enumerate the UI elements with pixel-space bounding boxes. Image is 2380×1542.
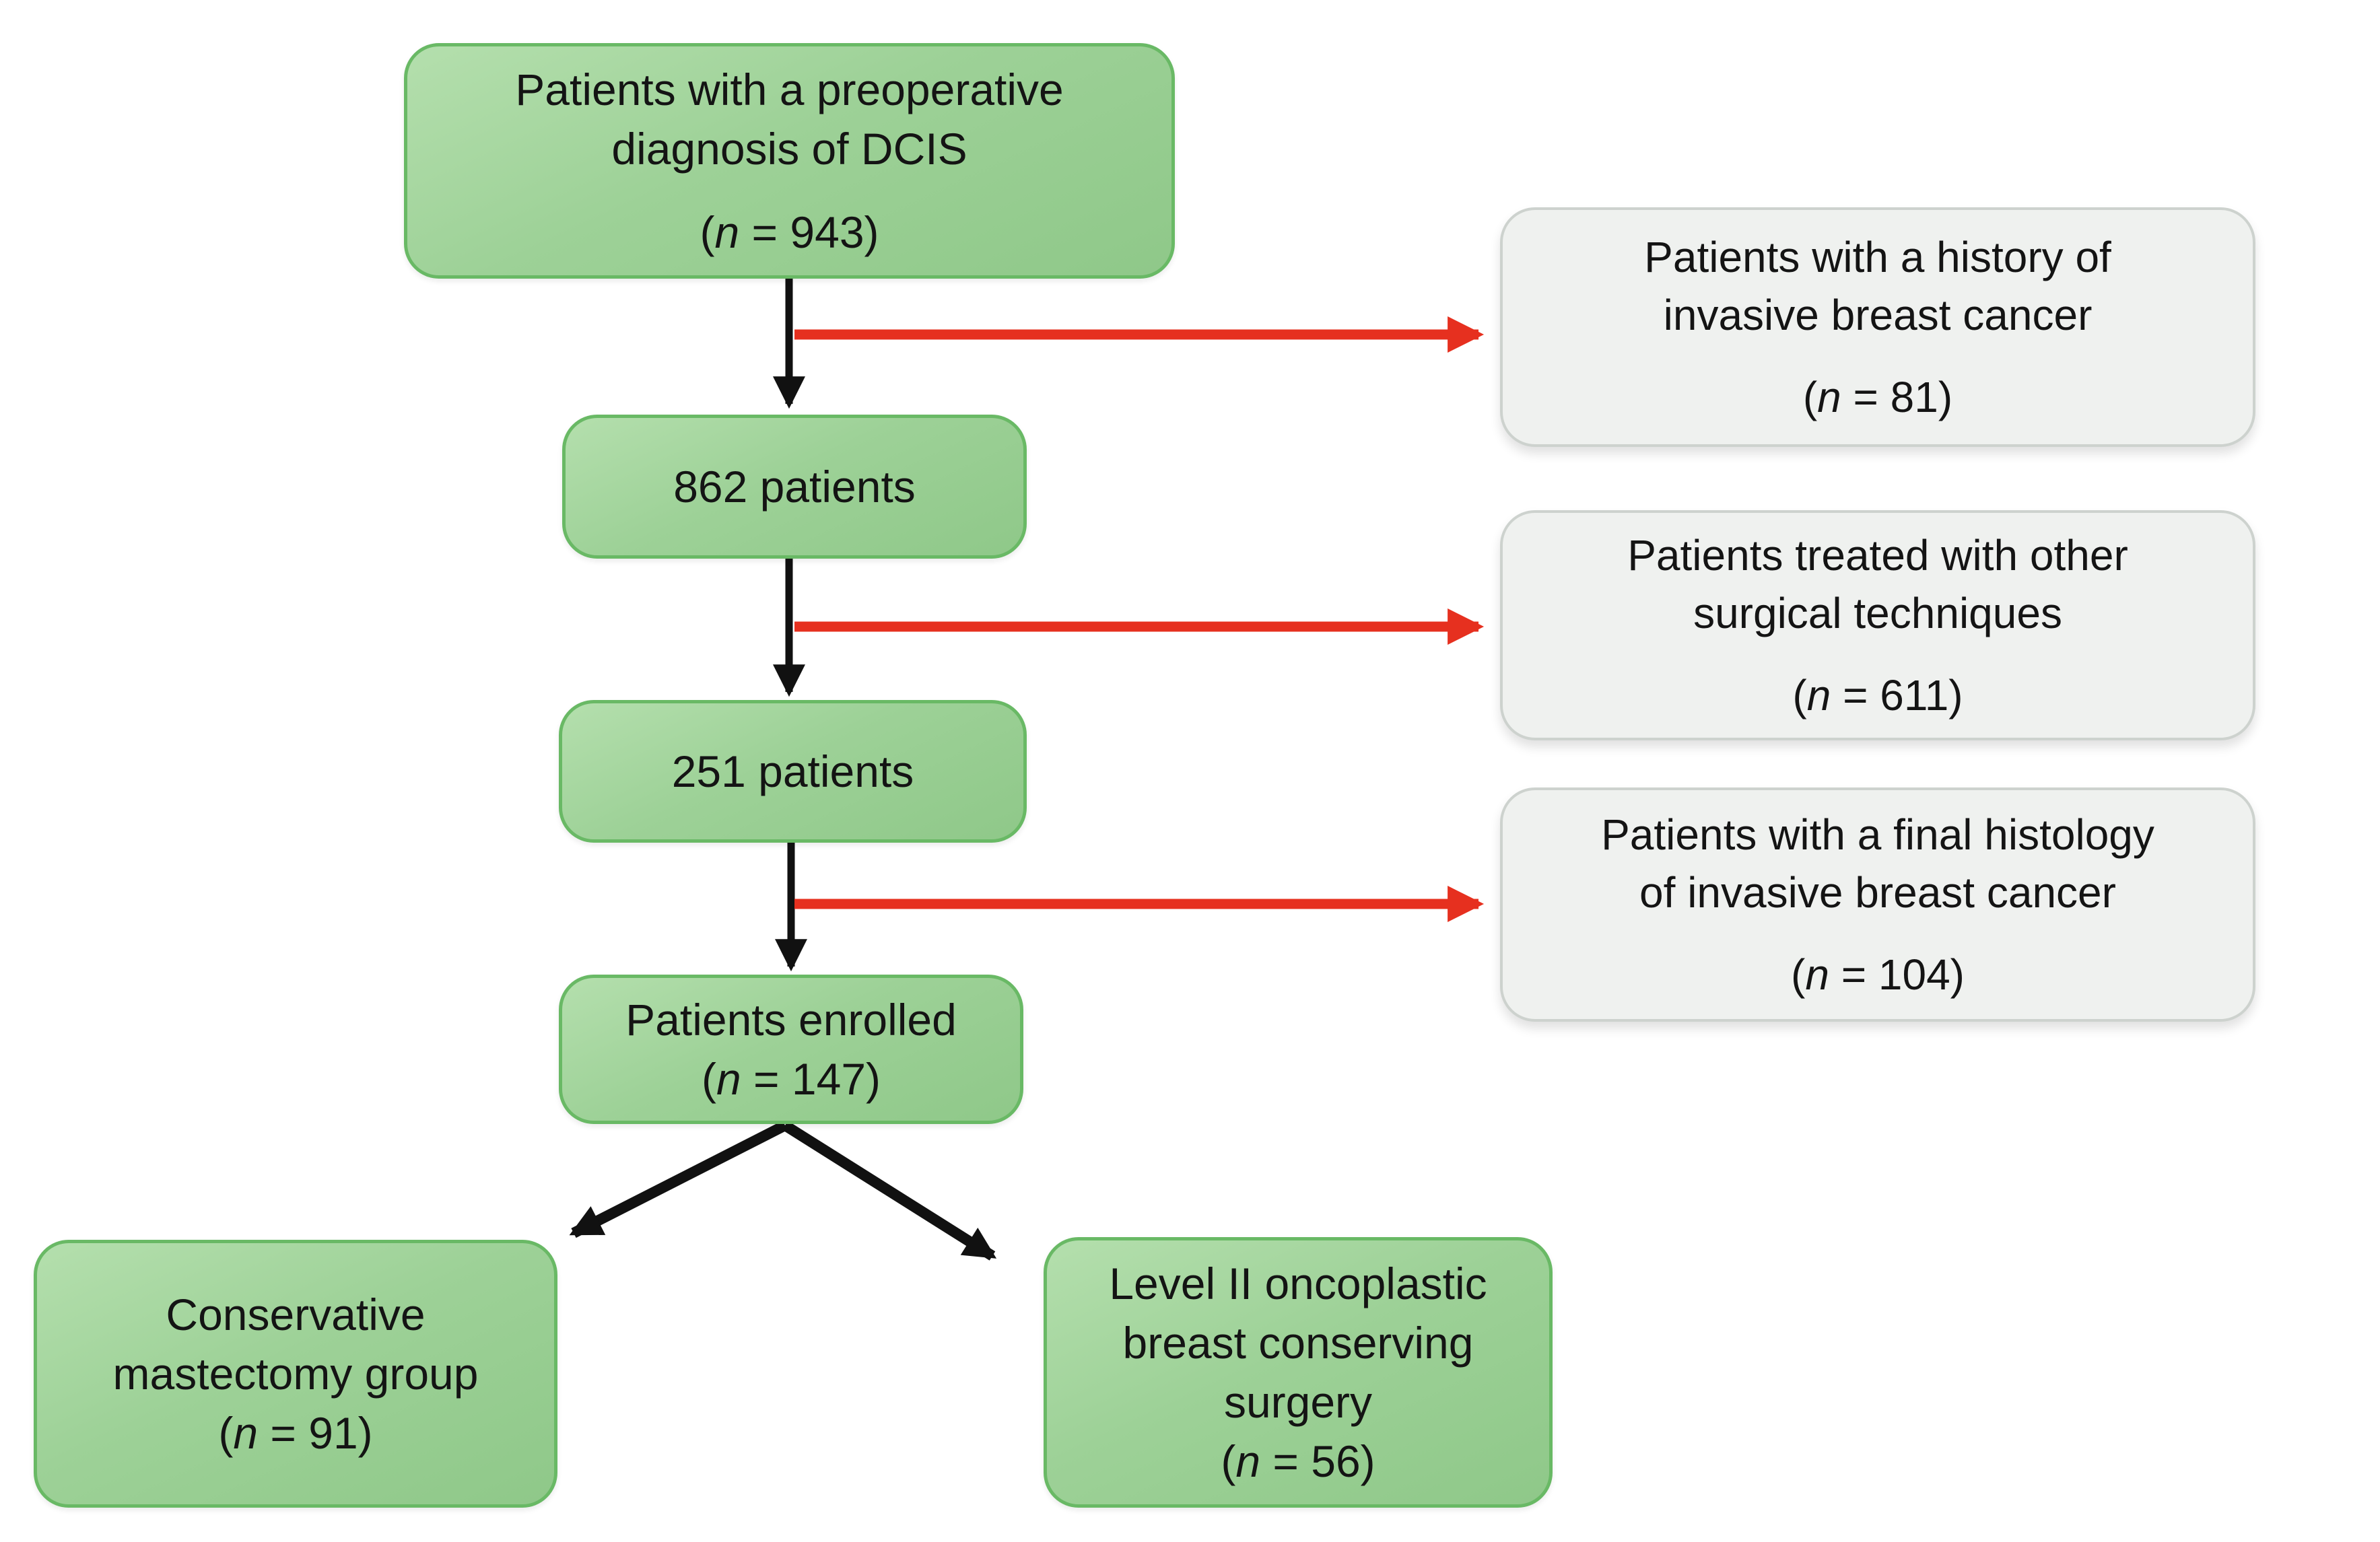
split-arrow-right xyxy=(782,1121,997,1261)
text-line: Patients with a preoperative xyxy=(515,65,1064,114)
node-preoperative-dcis: Patients with a preoperative diagnosis of… xyxy=(404,43,1175,279)
node-oncoplastic-breast-conserving-surgery: Level II oncoplastic breast conserving sur… xyxy=(1044,1237,1553,1508)
text-line: surgical techniques xyxy=(1693,589,2062,637)
text-line: 251 patients xyxy=(671,746,914,796)
text-line: Patients with a final histology xyxy=(1601,810,2154,859)
text-line: (n = 91) xyxy=(218,1408,373,1458)
text-line: Patients treated with other xyxy=(1627,531,2128,580)
text-line: breast conserving xyxy=(1122,1318,1474,1368)
text-line: (n = 104) xyxy=(1791,950,1965,999)
text-line: Patients with a history of xyxy=(1644,233,2111,281)
text-line: Patients enrolled xyxy=(625,995,957,1045)
text-line: surgery xyxy=(1223,1377,1373,1427)
text-line: (n = 56) xyxy=(1221,1436,1375,1486)
node-conservative-mastectomy-group: Conservative mastectomy group (n = 91) xyxy=(34,1240,557,1508)
split-arrow-left xyxy=(569,1120,788,1238)
text-line: diagnosis of DCIS xyxy=(611,124,967,174)
text-line: Level II oncoplastic xyxy=(1109,1259,1487,1308)
text-line: of invasive breast cancer xyxy=(1639,868,2116,917)
node-862-patients: 862 patients xyxy=(562,415,1027,559)
text-line: Conservative xyxy=(166,1290,426,1339)
exclusion-final-histology-invasive-cancer: Patients with a final histology of invasi… xyxy=(1500,787,2255,1022)
node-251-patients: 251 patients xyxy=(559,700,1027,843)
text-line: invasive breast cancer xyxy=(1663,291,2093,339)
text-line: (n = 81) xyxy=(1802,373,1953,421)
text-line: (n = 147) xyxy=(701,1054,881,1104)
text-line: (n = 611) xyxy=(1792,671,1963,720)
text-line: (n = 943) xyxy=(700,207,879,257)
exclusion-other-surgical-techniques: Patients treated with other surgical tech… xyxy=(1500,510,2255,740)
text-line: mastectomy group xyxy=(112,1349,479,1399)
exclusion-history-invasive-cancer: Patients with a history of invasive breas… xyxy=(1500,207,2255,447)
text-line: 862 patients xyxy=(673,462,916,512)
node-patients-enrolled: Patients enrolled (n = 147) xyxy=(559,975,1023,1124)
